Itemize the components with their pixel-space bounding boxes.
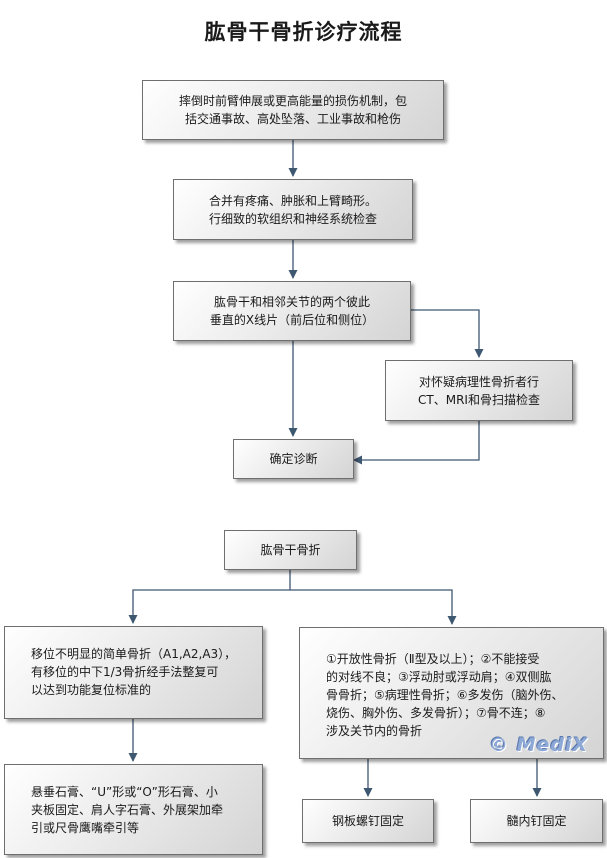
surgical-indications-box: ①开放性骨折（Ⅱ型及以上）；②不能接受 的对线不良；③浮动肘或浮动肩；④双侧肱 … [299,627,604,759]
conservative-treatment-text: 悬垂石膏、“U”形或“O”形石膏、小 夹板固定、肩人字石膏、外展架加牵 引或尺骨… [31,785,224,835]
xray-box: 肱骨干和相邻关节的两个彼此 垂直的X线片（前后位和侧位） [173,281,411,341]
arrow-ct-to-diagnosis [353,421,480,465]
symptoms-text: 合并有疼痛、肿胀和上臂畸形。 行细致的软组织和神经系统检查 [208,193,377,226]
connector-fracture-split-right [290,589,457,625]
connector-fracture-split [128,570,291,624]
ct-text: 对怀疑病理性骨折者行 CT、MRI和骨扫描检查 [418,374,540,407]
surgical-indications-text: ①开放性骨折（Ⅱ型及以上）；②不能接受 的对线不良；③浮动肘或浮动肩；④双侧肱 … [326,652,564,738]
mechanism-text: 摔倒时前臂伸展或更高能量的损伤机制，包 括交通事故、高处坠落、工业事故和枪伤 [178,94,407,126]
conservative-treatment-box: 悬垂石膏、“U”形或“O”形石膏、小 夹板固定、肩人字石膏、外展架加牵 引或尺骨… [4,764,263,855]
nail-fixation-box: 髓内钉固定 [470,799,603,843]
simple-fracture-text: 移位不明显的简单骨折（A1,A2,A3）， 有移位的中下1/3骨折经手法整复可 … [31,647,237,697]
fracture-text: 肱骨干骨折 [260,543,321,557]
medix-watermark: © MediX [489,734,589,756]
arrow-xray-to-ct [411,309,484,358]
plate-fixation-text: 钢板螺钉固定 [331,814,404,828]
diagnosis-box: 确定诊断 [233,439,354,479]
symptoms-box: 合并有疼痛、肿胀和上臂畸形。 行细致的软组织和神经系统检查 [173,179,413,240]
mechanism-box: 摔倒时前臂伸展或更高能量的损伤机制，包 括交通事故、高处坠落、工业事故和枪伤 [142,80,444,140]
nail-fixation-text: 髓内钉固定 [506,814,567,828]
xray-text: 肱骨干和相邻关节的两个彼此 垂直的X线片（前后位和侧位） [209,295,375,327]
fracture-box: 肱骨干骨折 [224,530,357,570]
simple-fracture-box: 移位不明显的简单骨折（A1,A2,A3）， 有移位的中下1/3骨折经手法整复可 … [4,626,263,719]
diagnosis-text: 确定诊断 [269,452,318,466]
ct-box: 对怀疑病理性骨折者行 CT、MRI和骨扫描检查 [385,360,573,421]
plate-fixation-box: 钢板螺钉固定 [302,799,434,843]
diagram-title: 肱骨干骨折诊疗流程 [204,19,403,44]
